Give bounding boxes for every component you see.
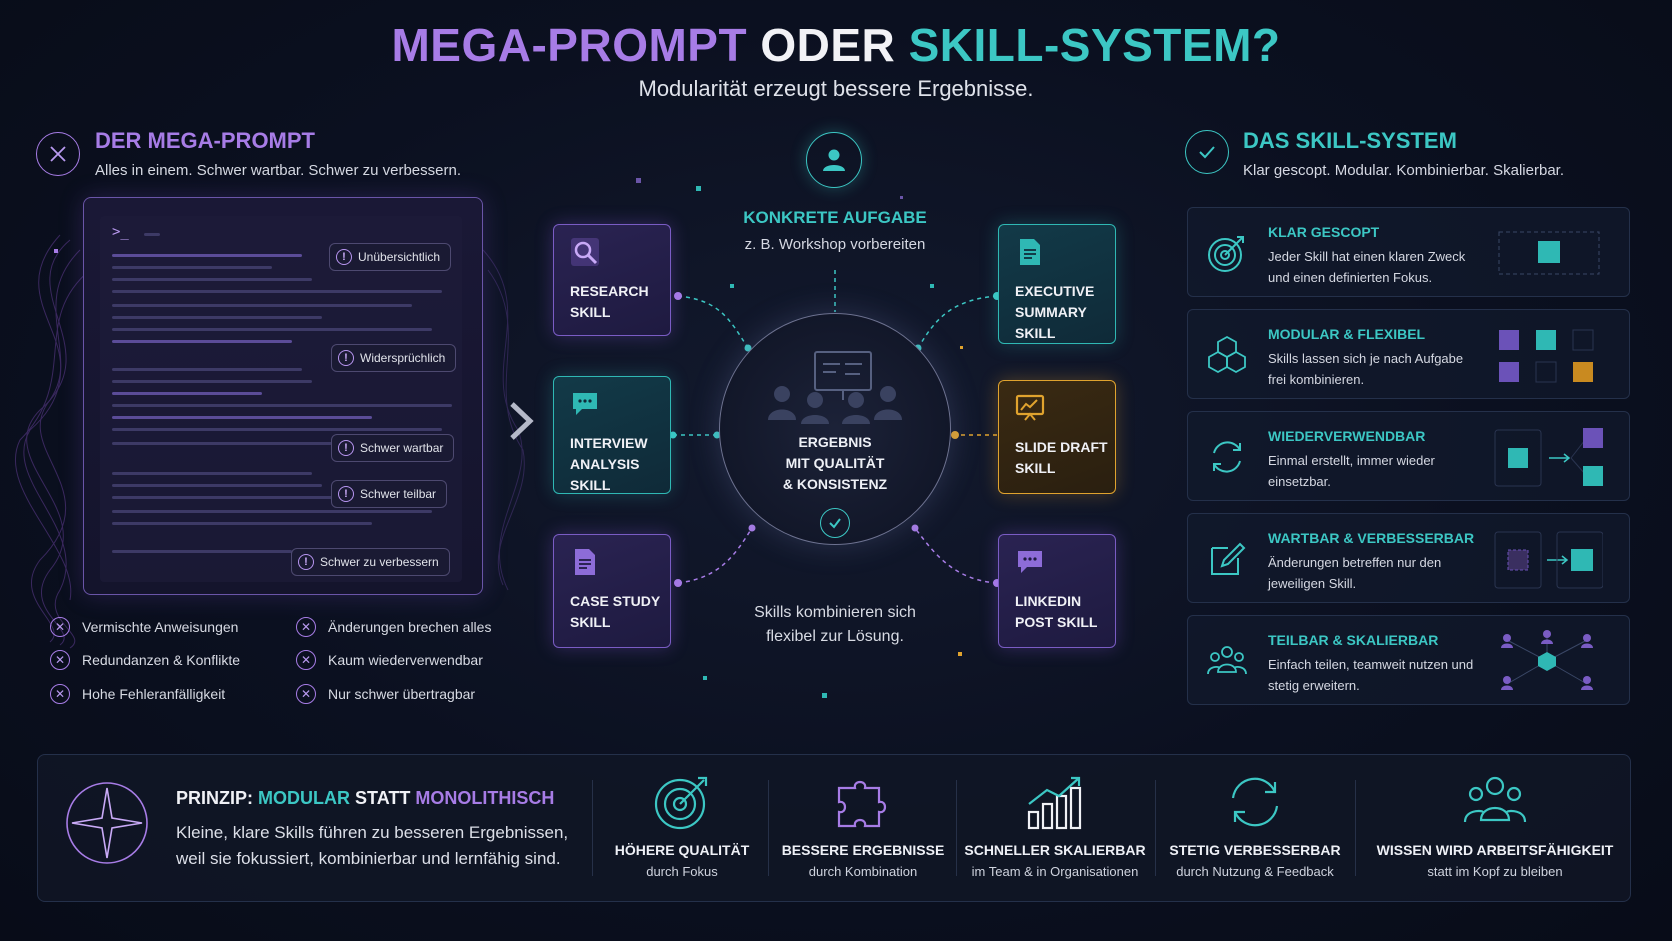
- feature-card: WARTBAR & VERBESSERBAR Änderungen betref…: [1187, 513, 1630, 603]
- check-icon: [820, 508, 850, 538]
- skill-research: RESEARCH SKILL: [553, 224, 671, 336]
- prompt-window: >_ !Unübersichtlich !Widersprüchlich !Sc…: [100, 216, 462, 582]
- close-icon: ✕: [296, 617, 316, 637]
- team-icon: [1207, 646, 1247, 675]
- issue-item: ✕Hohe Fehleranfälligkeit: [50, 684, 225, 704]
- puzzle-icon: [837, 780, 887, 828]
- feature-card: TEILBAR & SKALIERBAR Einfach teilen, tea…: [1187, 615, 1630, 705]
- skill-interview-analysis: INTERVIEW ANALYSIS SKILL: [553, 376, 671, 494]
- swirl-decoration: [14, 234, 91, 649]
- scope-visual: [1498, 231, 1600, 275]
- close-icon: ✕: [50, 650, 70, 670]
- issue-tag: !Unübersichtlich: [329, 243, 452, 271]
- issue-tag: !Schwer wartbar: [331, 434, 455, 462]
- presentation-icon: [1015, 394, 1045, 421]
- warning-icon: !: [336, 249, 352, 265]
- result-text: ERGEBNIS MIT QUALITÄT & KONSISTENZ: [782, 434, 888, 492]
- chat-icon: [1018, 551, 1042, 573]
- skill-system-subtitle: Klar gescopt. Modular. Kombinierbar. Ska…: [1243, 162, 1564, 179]
- issue-tag: !Widersprüchlich: [331, 344, 457, 372]
- benefit-item: SCHNELLER SKALIERBAR im Team & in Organi…: [960, 770, 1150, 879]
- document-icon: [575, 549, 595, 575]
- chat-icon: [573, 393, 597, 415]
- skill-slide-draft: SLIDE DRAFT SKILL: [998, 380, 1116, 494]
- issue-item: ✕Nur schwer übertragbar: [296, 684, 475, 704]
- issue-item: ✕Änderungen brechen alles: [296, 617, 491, 637]
- reuse-visual: [1494, 428, 1603, 487]
- close-icon: ✕: [50, 617, 70, 637]
- check-icon: [1185, 130, 1229, 174]
- cubes-icon: [1208, 335, 1246, 374]
- benefit-item: STETIG VERBESSERBAR durch Nutzung & Feed…: [1160, 770, 1350, 879]
- issue-tag: !Schwer zu verbessern: [291, 548, 450, 576]
- close-icon: [36, 132, 80, 176]
- task-title: KONKRETE AUFGABE: [743, 208, 927, 227]
- modules-visual: [1499, 329, 1594, 383]
- task-subtitle: z. B. Workshop vorbereiten: [744, 236, 926, 253]
- growth-chart-icon: [1027, 776, 1082, 830]
- feature-card: MODULAR & FLEXIBEL Skills lassen sich je…: [1187, 309, 1630, 399]
- principle-title: PRINZIP: MODULAR STATT MONOLITHISCH: [176, 788, 555, 808]
- warning-icon: !: [338, 350, 354, 366]
- edit-icon: [1211, 542, 1246, 575]
- page-subtitle: Modularität erzeugt bessere Ergebnisse.: [638, 76, 1034, 101]
- warning-icon: !: [338, 440, 354, 456]
- benefit-item: WISSEN WIRD ARBEITSFÄHIGKEIT statt im Ko…: [1365, 770, 1625, 879]
- terminal-prompt: >_: [112, 224, 129, 240]
- arrow-right-icon: [468, 402, 534, 440]
- target-icon: [1208, 236, 1244, 272]
- skill-linkedin-post: LINKEDIN POST SKILL: [998, 534, 1116, 648]
- warning-icon: !: [298, 554, 314, 570]
- skill-system-title: DAS SKILL-SYSTEM: [1243, 128, 1457, 153]
- issue-tag: !Schwer teilbar: [331, 480, 448, 508]
- combination-note: Skills kombinieren sich flexibel zur Lös…: [754, 604, 916, 645]
- close-icon: ✕: [296, 650, 316, 670]
- search-icon: [571, 238, 599, 266]
- recycle-icon: [1213, 441, 1241, 473]
- skill-executive-summary: EXECUTIVE SUMMARY SKILL: [998, 224, 1116, 344]
- benefit-item: HÖHERE QUALITÄT durch Fokus: [602, 770, 762, 879]
- mega-prompt-panel: >_ !Unübersichtlich !Widersprüchlich !Sc…: [83, 197, 483, 595]
- warning-icon: !: [338, 486, 354, 502]
- principle-bar: [37, 754, 1631, 902]
- mega-prompt-subtitle: Alles in einem. Schwer wartbar. Schwer z…: [95, 162, 461, 179]
- feature-card: KLAR GESCOPT Jeder Skill hat einen klare…: [1187, 207, 1630, 297]
- update-visual: [1494, 531, 1603, 589]
- network-visual: [1501, 630, 1593, 690]
- page-title: MEGA-PROMPT ODER SKILL-SYSTEM?: [391, 19, 1281, 71]
- target-icon: [654, 776, 708, 830]
- document-icon: [1020, 239, 1040, 265]
- compass-icon: [66, 782, 148, 864]
- skill-case-study: CASE STUDY SKILL: [553, 534, 671, 648]
- team-icon: [1463, 776, 1527, 823]
- user-icon: [806, 132, 862, 188]
- issue-item: ✕Vermischte Anweisungen: [50, 617, 238, 637]
- benefit-item: BESSERE ERGEBNISSE durch Kombination: [778, 770, 948, 879]
- team-meeting-icon: [768, 351, 902, 424]
- issue-item: ✕Kaum wiederverwendbar: [296, 650, 483, 670]
- refresh-icon: [1231, 777, 1279, 827]
- issue-item: ✕Redundanzen & Konflikte: [50, 650, 240, 670]
- mega-prompt-title: DER MEGA-PROMPT: [95, 128, 315, 153]
- principle-description: Kleine, klare Skills führen zu besseren …: [176, 823, 569, 868]
- feature-card: WIEDERVERWENDBAR Einmal erstellt, immer …: [1187, 411, 1630, 501]
- close-icon: ✕: [50, 684, 70, 704]
- close-icon: ✕: [296, 684, 316, 704]
